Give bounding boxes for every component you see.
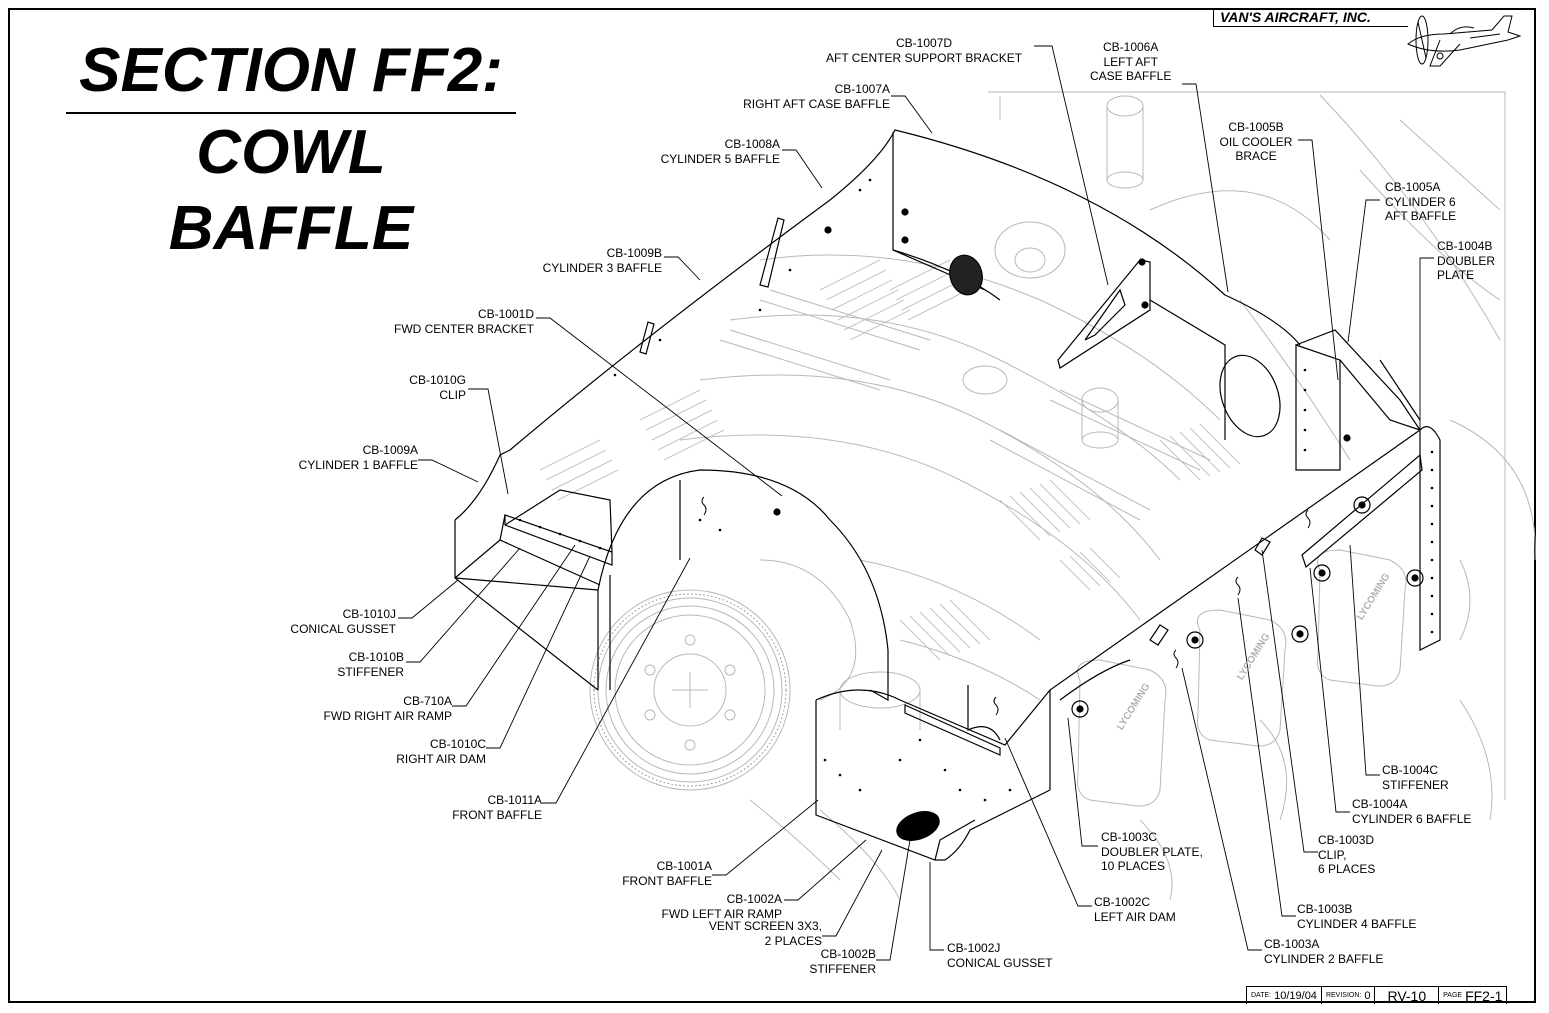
callout-cb-1002j: CB-1002J CONICAL GUSSET <box>947 941 1053 970</box>
callout-cb-1007a: CB-1007A RIGHT AFT CASE BAFFLE <box>743 82 890 111</box>
callout-cb-1004c: CB-1004C STIFFENER <box>1382 763 1449 792</box>
callout-cb-1006a: CB-1006A LEFT AFT CASE BAFFLE <box>1090 40 1172 83</box>
callout-cb-1010c: CB-1010C RIGHT AIR DAM <box>396 737 486 766</box>
title-block-date: DATE: 10/19/04 <box>1247 987 1322 1004</box>
drawing-sheet-border <box>8 8 1536 1003</box>
callout-cb-1010b: CB-1010B STIFFENER <box>337 650 404 679</box>
callout-cb-1009a: CB-1009A CYLINDER 1 BAFFLE <box>298 443 418 472</box>
engine-background-linework <box>539 91 1536 901</box>
callout-cb-1002a: CB-1002A FWD LEFT AIR RAMP <box>661 892 782 921</box>
callout-cb-710a: CB-710A FWD RIGHT AIR RAMP <box>323 694 452 723</box>
callout-cb-1010j: CB-1010J CONICAL GUSSET <box>290 607 396 636</box>
callout-cb-1004a: CB-1004A CYLINDER 6 BAFFLE <box>1352 797 1472 826</box>
callout-leader-lines <box>398 45 1434 961</box>
callout-cb-1001d: CB-1001D FWD CENTER BRACKET <box>393 307 534 336</box>
callout-cb-1005b: CB-1005B OIL COOLER BRACE <box>1219 120 1293 163</box>
title-block: DATE: 10/19/04 REVISION: 0 RV-10 PAGE FF… <box>1246 986 1508 1004</box>
title-underline <box>66 112 516 114</box>
rv-airplane-logo-icon <box>1407 15 1522 67</box>
callout-cb-1002c: CB-1002C LEFT AIR DAM <box>1094 895 1176 924</box>
callout-cb-1001a: CB-1001A FRONT BAFFLE <box>622 859 712 888</box>
baffle-plates-linework <box>454 129 1441 861</box>
section-title: SECTION FF2: COWL BAFFLE <box>66 40 516 260</box>
callout-cb-1003a: CB-1003A CYLINDER 2 BAFFLE <box>1264 937 1384 966</box>
title-block-revision: REVISION: 0 <box>1322 987 1376 1004</box>
title-line-1: SECTION FF2: <box>79 36 503 105</box>
callout-cb-1002b: CB-1002B STIFFENER <box>809 947 876 976</box>
callout-cb-1008a: CB-1008A CYLINDER 5 BAFFLE <box>660 137 780 166</box>
callout-cb-1005a: CB-1005A CYLINDER 6 AFT BAFFLE <box>1385 180 1457 223</box>
callout-cb-1004b: CB-1004B DOUBLER PLATE <box>1437 239 1496 282</box>
title-block-page: PAGE FF2-1 <box>1439 987 1508 1004</box>
callout-cb-1003d: CB-1003D CLIP, 6 PLACES <box>1318 833 1376 876</box>
callout-cb-1010g: CB-1010G CLIP <box>409 373 466 402</box>
title-line-2: COWL <box>196 118 386 187</box>
callout-vent-screen: VENT SCREEN 3X3, 2 PLACES <box>708 919 822 948</box>
callout-cb-1009b: CB-1009B CYLINDER 3 BAFFLE <box>542 246 662 275</box>
title-block-model: RV-10 <box>1375 987 1440 1004</box>
callout-cb-1003c: CB-1003C DOUBLER PLATE, 10 PLACES <box>1101 830 1203 873</box>
callout-cb-1003b: CB-1003B CYLINDER 4 BAFFLE <box>1297 902 1417 931</box>
brand-rule <box>1213 26 1408 27</box>
callout-cb-1011a: CB-1011A FRONT BAFFLE <box>452 793 542 822</box>
callout-cb-1007d: CB-1007D AFT CENTER SUPPORT BRACKET <box>826 36 1023 65</box>
title-line-3: BAFFLE <box>168 194 414 263</box>
